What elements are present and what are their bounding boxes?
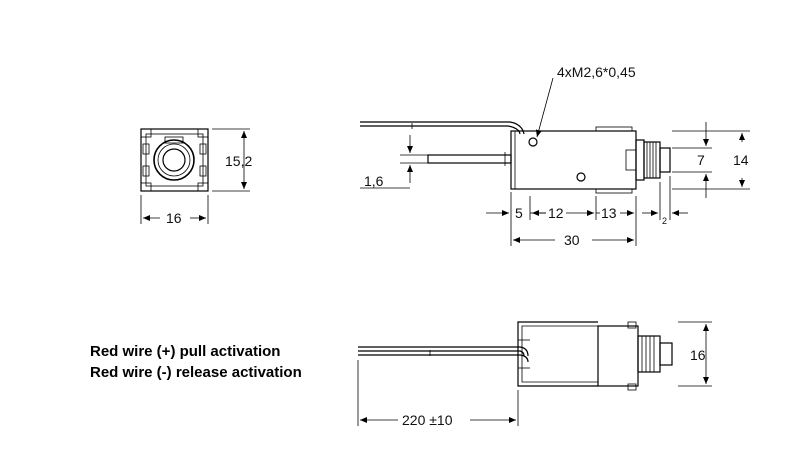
- front-width-label: 16: [166, 210, 182, 226]
- side-view: [360, 77, 750, 246]
- note-pull-activation: Red wire (+) pull activation: [90, 343, 281, 360]
- wire-length-label: 220 ±10: [402, 412, 453, 428]
- dim-7-label: 7: [697, 152, 705, 168]
- front-view: [140, 128, 250, 224]
- note-release-activation: Red wire (-) release activation: [90, 364, 302, 381]
- dim-14-label: 14: [733, 152, 749, 168]
- dim-2-label: 2: [662, 216, 667, 226]
- plunger-diameter-label: 1,6: [364, 173, 384, 189]
- thread-spec-label: 4xM2,6*0,45: [557, 64, 636, 80]
- dim-5-label: 5: [515, 205, 523, 221]
- bottom-view: [357, 321, 712, 426]
- front-height-label: 15,2: [225, 153, 252, 169]
- bottom-height-label: 16: [690, 347, 706, 363]
- dim-30-label: 30: [564, 232, 580, 248]
- dim-12-label: 12: [548, 205, 564, 221]
- dim-13-label: 13: [601, 205, 617, 221]
